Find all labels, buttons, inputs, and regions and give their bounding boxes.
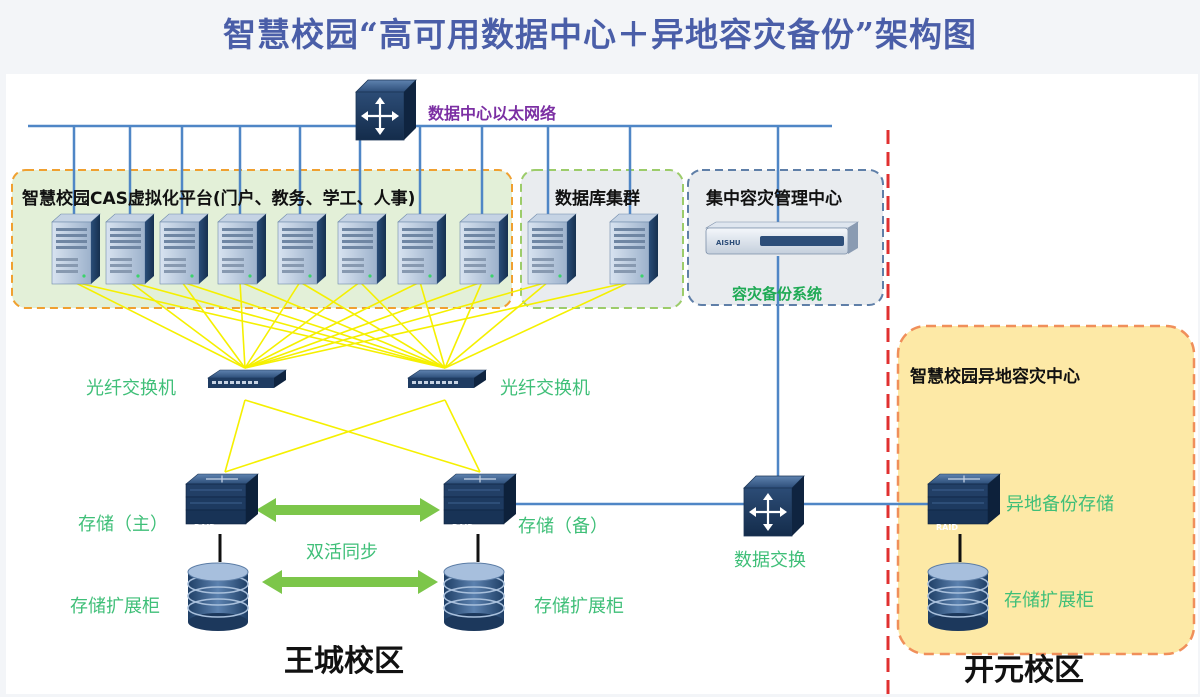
- raid-label: RAID: [936, 523, 958, 532]
- core-router-icon: [354, 78, 418, 142]
- fibre-switch-icon: [207, 369, 287, 389]
- expansion-left-icon: [187, 562, 249, 632]
- dr-center-label: 集中容灾管理中心: [706, 189, 842, 209]
- active-sync-label: 双活同步: [306, 542, 378, 563]
- raid-label: RAID: [452, 523, 474, 532]
- remote-expansion-icon: [927, 562, 989, 632]
- db-server-icon: [609, 213, 659, 285]
- cas-server-icon: [337, 213, 387, 285]
- storage-primary-icon: RAID: [185, 473, 259, 532]
- expansion-links: [218, 534, 962, 562]
- cas-platform-label: 智慧校园CAS虚拟化平台(门户、教务、学工、人事): [22, 189, 416, 209]
- storage-backup-label: 存储（备）: [518, 516, 608, 537]
- backup-appliance-icon: AISHU: [704, 221, 860, 255]
- expansion-right-label: 存储扩展柜: [534, 596, 624, 617]
- cas-server-icon: [217, 213, 267, 285]
- db-server-icon: [527, 213, 577, 285]
- remote-expansion-label: 存储扩展柜: [1004, 590, 1094, 611]
- remote-storage-label: 异地备份存储: [1006, 494, 1114, 515]
- cas-server-icon: [397, 213, 447, 285]
- storage-primary-label: 存储（主）: [78, 514, 168, 535]
- data-exchange-router-icon: [742, 474, 806, 538]
- fibre-switch-icon: [407, 369, 487, 389]
- expansion-right-icon: [443, 562, 505, 632]
- remote-storage-icon: RAID: [927, 473, 1001, 532]
- cas-server-icon: [51, 213, 101, 285]
- cas-server-icon: [159, 213, 209, 285]
- campus-remote-label: 开元校区: [964, 653, 1084, 688]
- fibre-switch-right-label: 光纤交换机: [500, 378, 590, 399]
- fibre-links: [73, 281, 631, 473]
- fibre-switch-left-label: 光纤交换机: [86, 378, 176, 399]
- ethernet-network: [28, 124, 928, 506]
- raid-label: RAID: [194, 523, 216, 532]
- campus-main-label: 王城校区: [284, 644, 404, 679]
- appliance-brand: AISHU: [716, 239, 741, 247]
- cas-server-icon: [277, 213, 327, 285]
- expansion-left-label: 存储扩展柜: [70, 596, 160, 617]
- storage-backup-icon: RAID: [443, 473, 517, 532]
- network-label: 数据中心以太网络: [428, 104, 557, 123]
- page-title: 智慧校园“高可用数据中心＋异地容灾备份”架构图: [223, 15, 977, 54]
- active-sync-arrows: [256, 498, 440, 594]
- cas-server-icon: [105, 213, 155, 285]
- dr-system-label: 容灾备份系统: [732, 285, 823, 303]
- remote-dr-center-label: 智慧校园异地容灾中心: [910, 367, 1080, 387]
- data-exchange-label: 数据交换: [734, 550, 806, 571]
- cas-server-icon: [459, 213, 509, 285]
- db-cluster-label: 数据库集群: [555, 189, 640, 209]
